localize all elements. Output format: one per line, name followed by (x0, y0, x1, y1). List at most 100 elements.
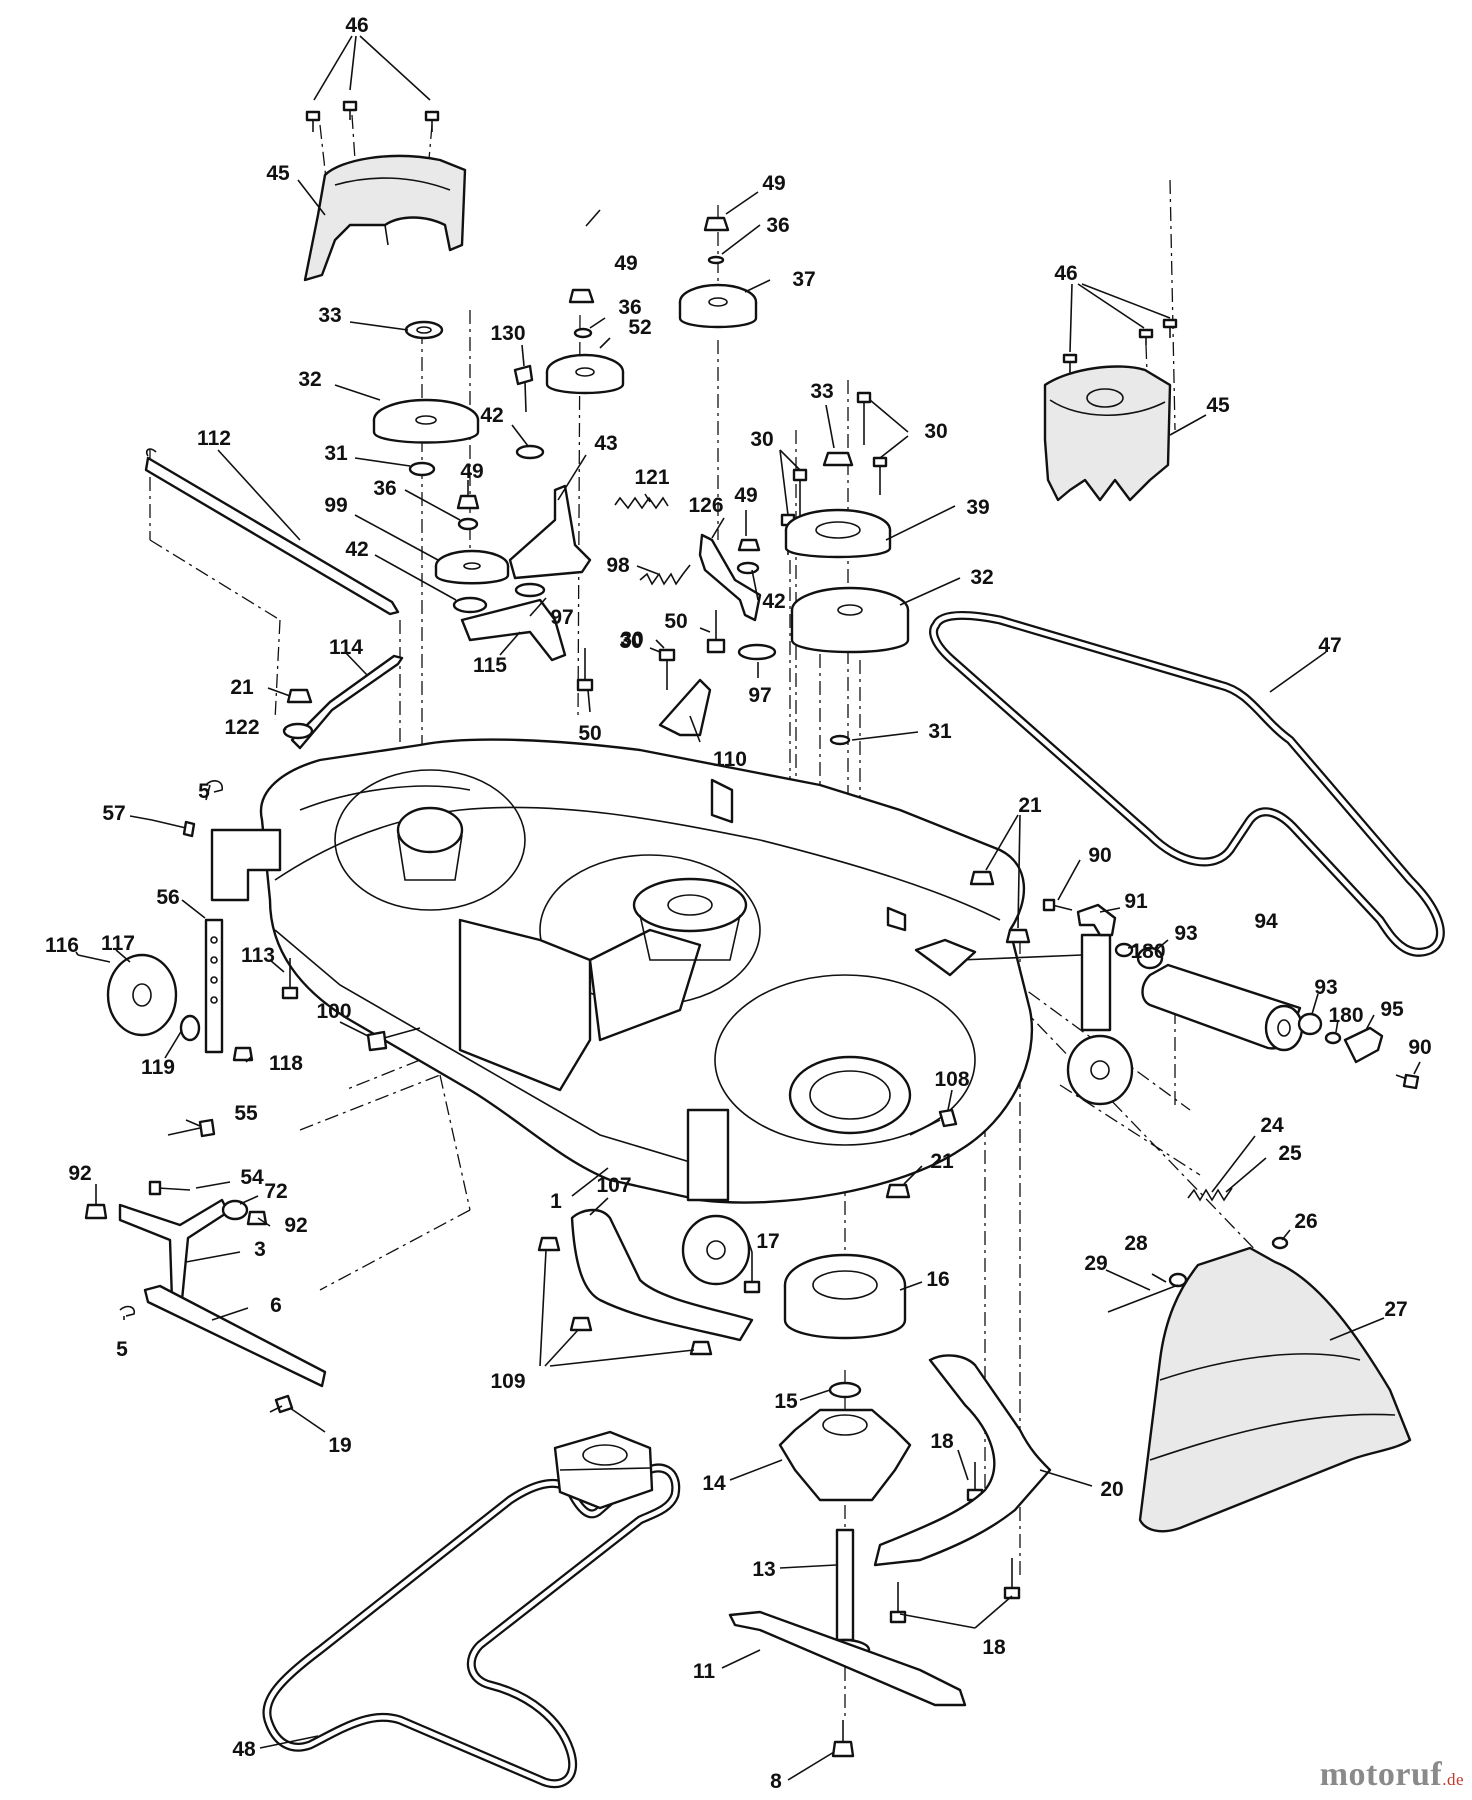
callout-98: 98 (606, 554, 630, 577)
callout-180: 180 (1130, 940, 1165, 963)
mower-deck-housing (210, 738, 1134, 1286)
callout-33: 33 (810, 380, 833, 403)
pulleys-and-hardware (305, 100, 1178, 746)
belt-cover-right (1043, 365, 1172, 502)
callout-42: 42 (345, 538, 368, 561)
callout-39: 39 (966, 496, 989, 519)
callout-8: 8 (770, 1770, 782, 1793)
callout-94: 94 (1254, 910, 1278, 933)
callout-27: 27 (1384, 1298, 1407, 1321)
callout-48: 48 (232, 1738, 256, 1761)
callout-112: 112 (197, 427, 231, 450)
right-side-parts (885, 611, 1445, 1533)
callout-21: 21 (230, 676, 254, 699)
callout-37: 37 (792, 268, 815, 291)
belt-cover-left (303, 154, 467, 282)
callout-18: 18 (982, 1636, 1006, 1659)
callout-32: 32 (970, 566, 993, 589)
callout-91: 91 (1124, 890, 1148, 913)
spindle-and-blade-parts (262, 1208, 1052, 1789)
callout-90: 90 (1408, 1036, 1431, 1059)
callout-57: 57 (102, 802, 125, 825)
callout-130: 130 (490, 322, 525, 345)
callout-15: 15 (774, 1390, 798, 1413)
callout-36: 36 (373, 477, 396, 500)
callout-1: 1 (550, 1190, 562, 1213)
callout-16: 16 (926, 1268, 949, 1291)
callout-21: 21 (930, 1150, 954, 1173)
callout-46: 46 (345, 14, 368, 37)
callout-24: 24 (1260, 1114, 1284, 1137)
callout-42: 42 (480, 404, 503, 427)
callout-31: 31 (928, 720, 952, 743)
callout-99: 99 (324, 494, 347, 517)
callout-3: 3 (254, 1238, 266, 1261)
callout-50: 50 (664, 610, 687, 633)
callout-36: 36 (766, 214, 789, 237)
callout-30: 30 (619, 630, 642, 653)
callout-13: 13 (752, 1558, 775, 1581)
callout-21: 21 (1018, 794, 1042, 817)
callout-107: 107 (596, 1174, 631, 1197)
callout-labels: 46 45 33 32 31 36 49 99 42 112 114 21 12… (45, 14, 1432, 1793)
callout-117: 117 (101, 932, 135, 955)
callout-33: 33 (318, 304, 341, 327)
callout-114: 114 (329, 636, 363, 659)
callout-43: 43 (594, 432, 617, 455)
callout-50: 50 (578, 722, 601, 745)
callout-6: 6 (270, 1294, 282, 1317)
callout-95: 95 (1380, 998, 1404, 1021)
callout-115: 115 (473, 654, 507, 677)
callout-93: 93 (1314, 976, 1337, 999)
callout-29: 29 (1084, 1252, 1107, 1275)
callout-19: 19 (328, 1434, 351, 1457)
callout-72: 72 (264, 1180, 287, 1203)
callout-90: 90 (1088, 844, 1111, 867)
callout-11: 11 (693, 1660, 716, 1683)
callout-180: 180 (1328, 1004, 1363, 1027)
callout-92: 92 (284, 1214, 307, 1237)
callout-47: 47 (1318, 634, 1341, 657)
callout-31: 31 (324, 442, 348, 465)
callout-109: 109 (490, 1370, 525, 1393)
callout-46: 46 (1054, 262, 1077, 285)
callout-36: 36 (618, 296, 641, 319)
callout-126: 126 (688, 494, 723, 517)
callout-122: 122 (224, 716, 259, 739)
callout-56: 56 (156, 886, 179, 909)
watermark-tld: .de (1442, 1770, 1464, 1789)
callout-52: 52 (628, 316, 651, 339)
callout-5: 5 (198, 780, 210, 803)
callout-30: 30 (924, 420, 947, 443)
callout-49: 49 (460, 460, 483, 483)
callout-26: 26 (1294, 1210, 1317, 1233)
callout-14: 14 (702, 1472, 726, 1495)
callout-45: 45 (1206, 394, 1230, 417)
callout-49: 49 (614, 252, 637, 275)
callout-30: 30 (620, 628, 643, 651)
callout-28: 28 (1124, 1232, 1148, 1255)
callout-116: 116 (45, 934, 79, 957)
callout-100: 100 (316, 1000, 351, 1023)
callout-42: 42 (762, 590, 785, 613)
callout-49: 49 (734, 484, 757, 507)
callout-45: 45 (266, 162, 290, 185)
watermark-logo: motoruf.de (1320, 1756, 1464, 1794)
callout-55: 55 (234, 1102, 258, 1125)
callout-32: 32 (298, 368, 321, 391)
left-side-parts (77, 448, 421, 1414)
callout-113: 113 (241, 944, 275, 967)
callout-30: 30 (750, 428, 773, 451)
callout-119: 119 (141, 1056, 175, 1079)
callout-93: 93 (1174, 922, 1197, 945)
leader-lines (75, 35, 1421, 1781)
callout-97: 97 (550, 606, 573, 629)
callout-5: 5 (116, 1338, 128, 1361)
watermark-name: motoruf (1319, 1756, 1443, 1793)
callout-54: 54 (240, 1166, 264, 1189)
callout-17: 17 (756, 1230, 779, 1253)
callout-118: 118 (269, 1052, 303, 1075)
callout-49: 49 (762, 172, 785, 195)
callout-108: 108 (934, 1068, 969, 1091)
